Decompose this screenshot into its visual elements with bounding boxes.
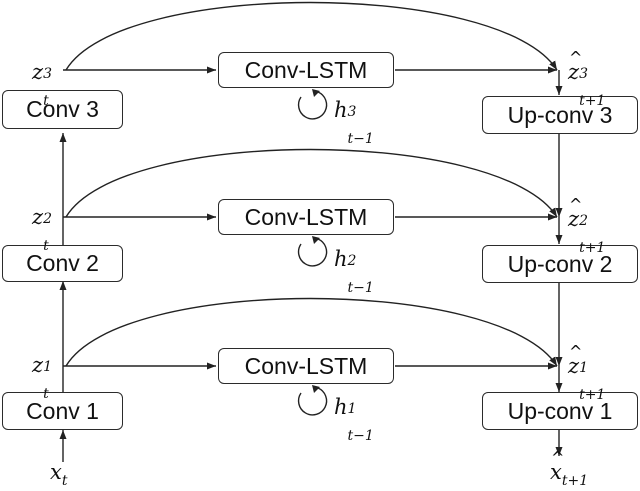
recurrent-loop-level3	[297, 89, 328, 120]
upconv3-box: Up-conv 3	[482, 96, 638, 134]
conv-lstm-box-level2: Conv-LSTM	[218, 199, 394, 235]
skip-arc-level1	[65, 297, 558, 367]
label-input-xt: xt	[50, 460, 68, 490]
upconv1-box: Up-conv 1	[482, 392, 638, 430]
recurrent-loop-level1	[297, 385, 328, 416]
skip-arc-level3	[65, 1, 558, 71]
conv-lstm-box-level3: Conv-LSTM	[218, 52, 394, 88]
conv-lstm-box-level1: Conv-LSTM	[218, 348, 394, 384]
recurrent-loop-level2	[297, 236, 328, 267]
conv3-box: Conv 3	[2, 90, 123, 129]
conv2-box: Conv 2	[2, 245, 123, 282]
label-zhat3: z3t+1	[568, 50, 605, 108]
conv1-box: Conv 1	[2, 392, 123, 430]
label-zhat1: z1t+1	[568, 344, 605, 402]
label-zhat2: z2t+1	[568, 197, 605, 255]
label-output-xhat: xt+1	[550, 450, 588, 488]
upconv2-box: Up-conv 2	[482, 245, 638, 283]
skip-arc-level2	[65, 148, 558, 218]
